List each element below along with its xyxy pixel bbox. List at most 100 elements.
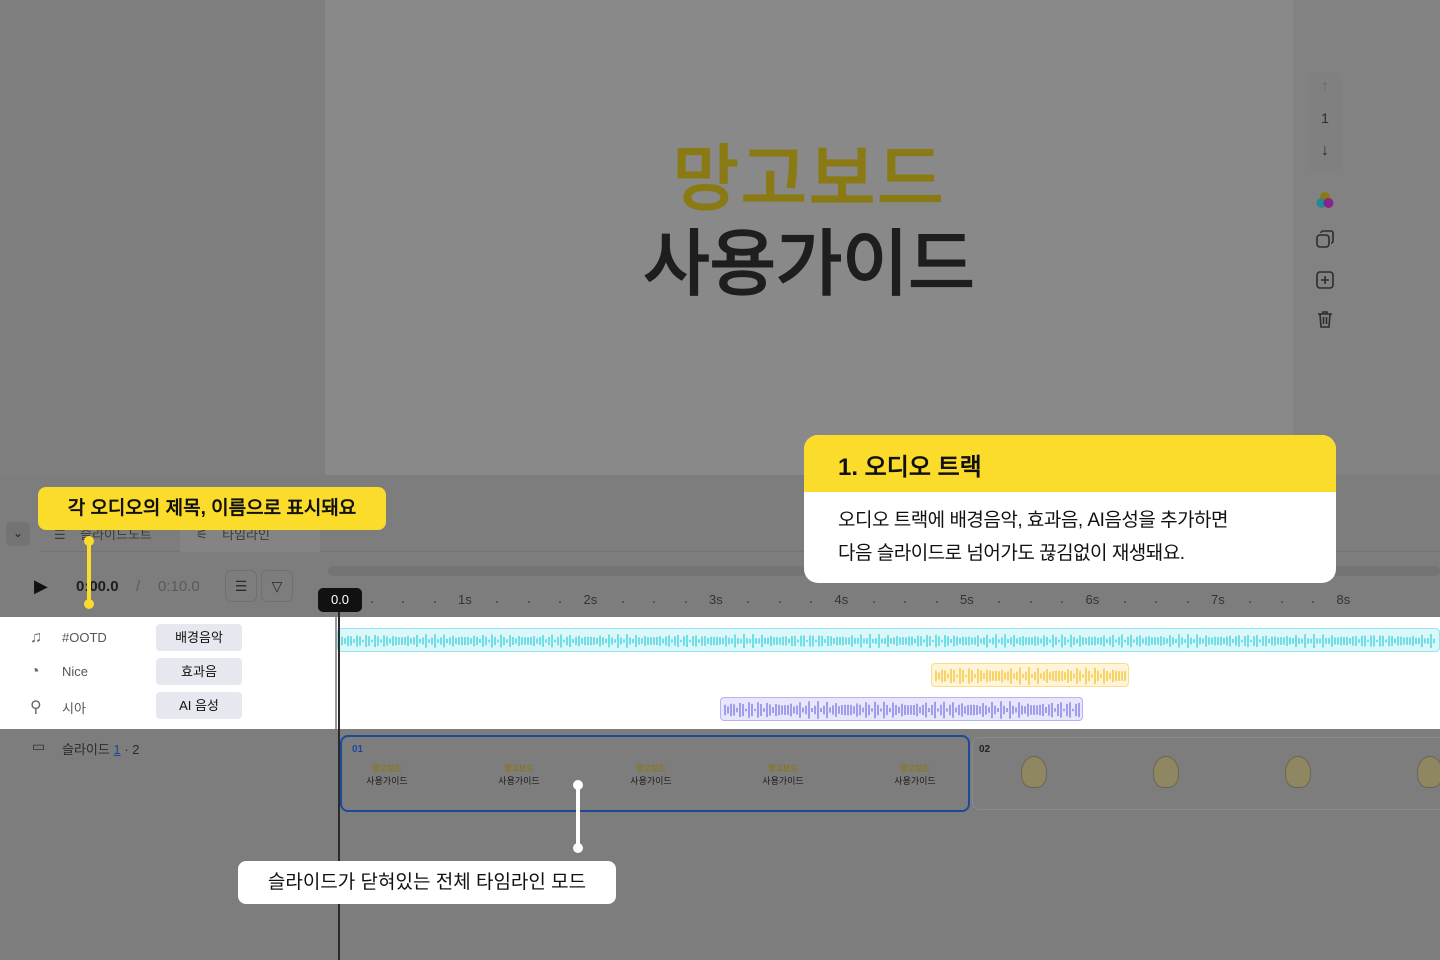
ruler-dot [1061, 601, 1064, 603]
track-name: 시아 [62, 701, 86, 716]
ruler-dot [653, 601, 656, 603]
ruler-dot [527, 601, 530, 603]
slide-number: 02 [979, 744, 991, 755]
arrow-down-icon[interactable]: ↓ [1321, 142, 1329, 159]
audio-clip-waveform[interactable] [720, 697, 1083, 721]
add-slide-icon[interactable] [1315, 270, 1335, 290]
ruler-dot [621, 601, 624, 603]
ruler-tick: 8s [1336, 592, 1351, 607]
ruler-dot [778, 601, 781, 603]
slides-text: 슬라이드 [62, 742, 110, 757]
ruler-dot [684, 601, 687, 603]
current-slide-link[interactable]: 1 [113, 742, 121, 757]
mango-character-thumbnail [1153, 756, 1179, 788]
track-type-tag[interactable]: AI 음성 [156, 692, 242, 719]
color-palette-icon[interactable] [1315, 190, 1335, 210]
filter-button[interactable]: ▽ [261, 570, 293, 602]
music-note-icon: ♫ [30, 629, 42, 646]
ruler-dot [559, 601, 562, 603]
pin-dot [573, 780, 583, 790]
ruler-dot [935, 601, 938, 603]
pin-dot [84, 536, 94, 546]
slide-icon: ▭ [32, 738, 46, 754]
callout-full-timeline: 슬라이드가 닫혀있는 전체 타임라인 모드 [238, 861, 616, 904]
separator: · [124, 742, 129, 757]
thumb-line: 망고보드 [900, 764, 930, 773]
playhead-line[interactable] [338, 612, 340, 960]
tab-slide-notes[interactable]: ☰ 슬라이드노트 [54, 527, 152, 542]
ruler-dot [1280, 601, 1283, 603]
slides-label: 슬라이드 1 · 2 [62, 739, 140, 758]
ruler-dot [1123, 601, 1126, 603]
callout-body-line: 다음 슬라이드로 넘어가도 끊김없이 재생돼요. [838, 543, 1185, 564]
ruler-tick: 6s [1085, 592, 1100, 607]
ruler-dot [904, 601, 907, 603]
thumb-line: 망고보드 [504, 764, 534, 773]
ruler-tick: 3s [709, 592, 723, 607]
subtitle-toggle-button[interactable]: ☰ [225, 570, 257, 602]
time-separator: / [136, 578, 141, 595]
page-number: 1 [1321, 110, 1329, 126]
track-type-tag[interactable]: 효과음 [156, 658, 242, 685]
mango-character-thumbnail [1021, 756, 1047, 788]
track-type-tag[interactable]: 배경음악 [156, 624, 242, 651]
track-name: #OOTD [62, 630, 107, 645]
ruler-dot [810, 601, 813, 603]
slide-canvas[interactable]: 망고보드 사용가이드 [325, 0, 1293, 475]
audio-clip-waveform[interactable] [931, 663, 1129, 687]
callout-title: 1. 오디오 트랙 [804, 435, 1336, 492]
arrow-up-icon[interactable]: ↑ [1321, 78, 1329, 95]
ruler-dot [370, 601, 373, 603]
audio-track-row[interactable]: ⚲ 시아 AI 음성 [0, 689, 335, 723]
slide-2-clip[interactable]: 02 [972, 737, 1440, 810]
ruler-tick: 2s [583, 592, 598, 607]
callout-audio-names: 각 오디오의 제목, 이름으로 표시돼요 [38, 487, 386, 530]
ruler-dot [1249, 601, 1252, 603]
audio-clip-waveform[interactable] [337, 628, 1440, 652]
thumb-line: 망고보드 [768, 764, 798, 773]
callout-pin [87, 540, 91, 605]
callout-audio-track: 1. 오디오 트랙 오디오 트랙에 배경음악, 효과음, AI음성을 추가하면 … [804, 435, 1336, 583]
ruler-tick: 7s [1211, 592, 1225, 607]
slide-number: 01 [352, 744, 364, 755]
trash-icon[interactable] [1315, 309, 1335, 329]
slide-title-line2: 사용가이드 [643, 225, 975, 305]
collapse-chevron-icon[interactable]: ⌄ [6, 522, 30, 546]
mango-character-thumbnail [1285, 756, 1311, 788]
pin-dot [573, 843, 583, 853]
playhead-label[interactable]: 0.0 [318, 588, 362, 612]
page-navigator [1308, 72, 1342, 172]
mango-character-thumbnail [1417, 756, 1440, 788]
ruler-tick: 1s [458, 592, 472, 607]
sound-effect-icon: ◔ [30, 663, 40, 680]
thumb-line: 사용가이드 [498, 776, 540, 786]
ruler-dot [1312, 601, 1315, 603]
ruler-dot [1186, 601, 1189, 603]
play-button[interactable]: ▶ [34, 576, 48, 596]
audio-track-row[interactable]: ♫ #OOTD 배경음악 [0, 621, 335, 655]
ruler-dot [872, 601, 875, 603]
ruler-dot [1155, 601, 1158, 603]
pin-dot [84, 599, 94, 609]
tab-label: 타임라인 [222, 527, 270, 542]
ruler-dot [433, 601, 436, 603]
current-time: 0:00.0 [76, 578, 119, 595]
thumb-line: 망고보드 [636, 764, 666, 773]
microphone-icon: ⚲ [30, 699, 42, 716]
total-time: 0:10.0 [158, 578, 200, 595]
thumb-line: 사용가이드 [762, 776, 804, 786]
thumb-line: 망고보드 [372, 764, 402, 773]
ruler-dot [998, 601, 1001, 603]
duplicate-icon[interactable] [1315, 229, 1335, 249]
thumb-line: 사용가이드 [366, 776, 408, 786]
slide-title-line1: 망고보드 [672, 140, 946, 220]
ruler-dot [496, 601, 499, 603]
ruler-dot [402, 601, 405, 603]
